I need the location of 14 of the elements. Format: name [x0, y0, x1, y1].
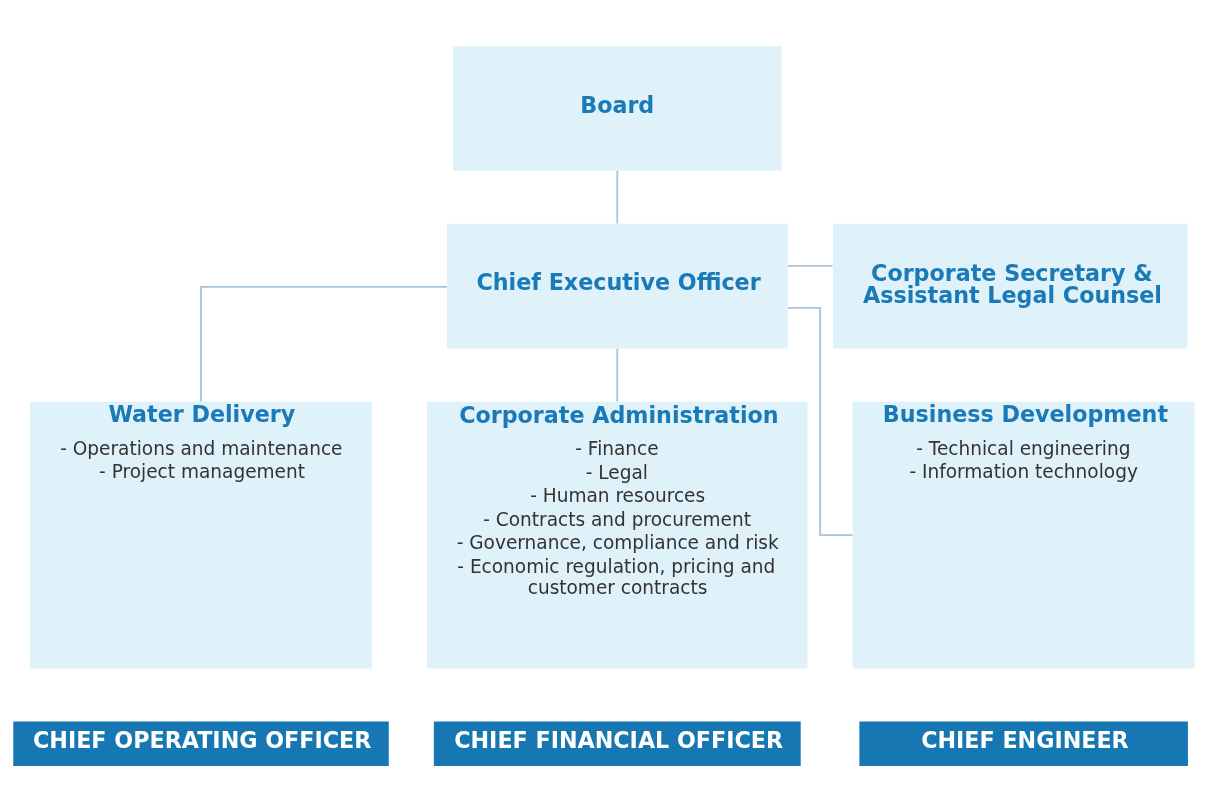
node-box: CHIEF OPERATING OFFICER — [13, 721, 389, 767]
node-box: Water Delivery - Operations and maintenance - Project management — [29, 401, 373, 669]
node-box: Chief Executive Officer — [446, 223, 788, 349]
connector — [200, 285, 448, 403]
node-box: CHIEF FINANCIAL OFFICER — [433, 721, 801, 767]
connector — [616, 347, 619, 403]
node-box: Board — [453, 45, 782, 171]
node-box: Corporate Secretary & Assistant Legal Counsel — [832, 223, 1188, 349]
connector — [786, 264, 834, 267]
connector — [787, 306, 854, 536]
connector — [616, 170, 619, 225]
node-box: Business Development - Technical engineering - Information technology — [852, 401, 1195, 669]
node-box: CHIEF ENGINEER — [859, 721, 1188, 767]
node-box: Corporate Administration - Finance - Legal - Human resources - Contracts and procurement - Governance, compliance and risk - Economic regulation, pricing and customer contracts — [427, 401, 808, 669]
